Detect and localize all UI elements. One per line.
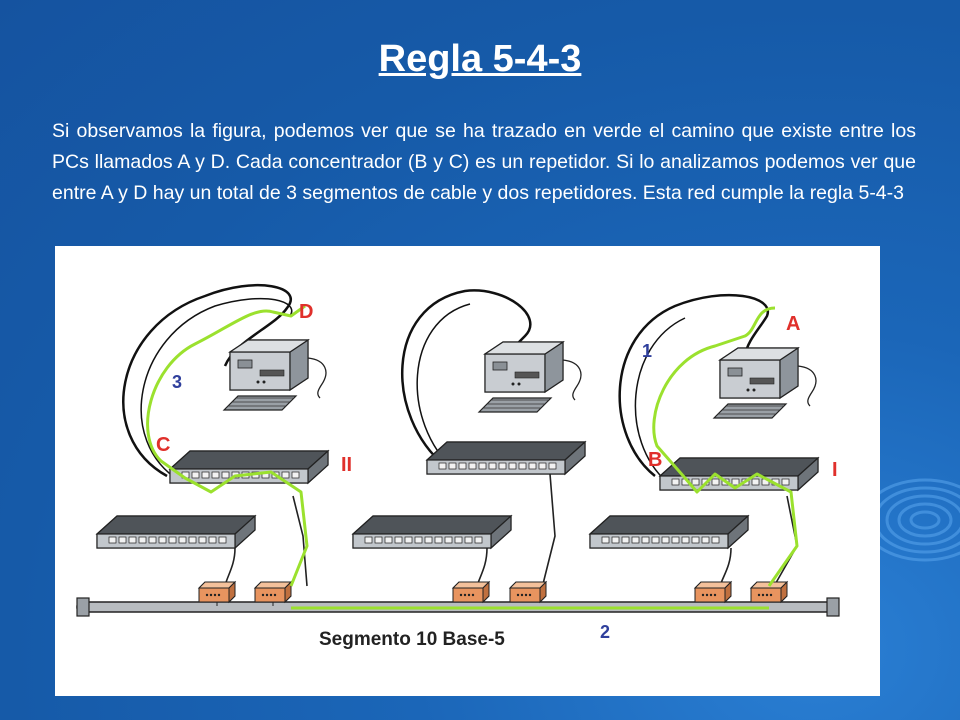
network-group-right bbox=[589, 293, 819, 603]
label-pc-a: A bbox=[786, 313, 800, 335]
label-pc-d: D bbox=[299, 301, 313, 323]
label-hub-b: B bbox=[648, 449, 662, 471]
label-hub-ii: II bbox=[341, 454, 352, 476]
network-diagram: D 3 C II A 1 B I 2 Segmento 10 Base-5 bbox=[55, 246, 880, 696]
network-group-left bbox=[96, 284, 329, 606]
pc-d-icon bbox=[223, 339, 327, 411]
hub-middle-upper-icon bbox=[426, 441, 586, 475]
transceiver-icon bbox=[509, 581, 547, 603]
hub-left-lower-icon bbox=[96, 515, 256, 549]
transceiver-icon bbox=[694, 581, 732, 603]
label-hub-c: C bbox=[156, 434, 170, 456]
hub-middle-lower-icon bbox=[352, 515, 512, 549]
label-segment-3: 3 bbox=[172, 372, 182, 392]
label-segment-1: 1 bbox=[642, 341, 652, 361]
slide-paragraph: Si observamos la figura, podemos ver que… bbox=[52, 120, 916, 204]
pc-middle-icon bbox=[478, 341, 582, 413]
label-hub-i: I bbox=[832, 459, 838, 481]
label-segment-2: 2 bbox=[600, 622, 610, 642]
transceiver-icon bbox=[254, 581, 292, 603]
transceiver-icon bbox=[452, 581, 490, 603]
bus-caption: Segmento 10 Base-5 bbox=[319, 629, 505, 650]
hub-right-lower-icon bbox=[589, 515, 749, 549]
transceiver-icon bbox=[198, 581, 236, 603]
slide-title: Regla 5-4-3 bbox=[378, 38, 582, 80]
green-path-a-to-d bbox=[146, 304, 799, 610]
pc-a-icon bbox=[713, 347, 817, 419]
network-group-middle bbox=[352, 289, 586, 603]
hub-repeater-c-icon bbox=[169, 450, 329, 484]
